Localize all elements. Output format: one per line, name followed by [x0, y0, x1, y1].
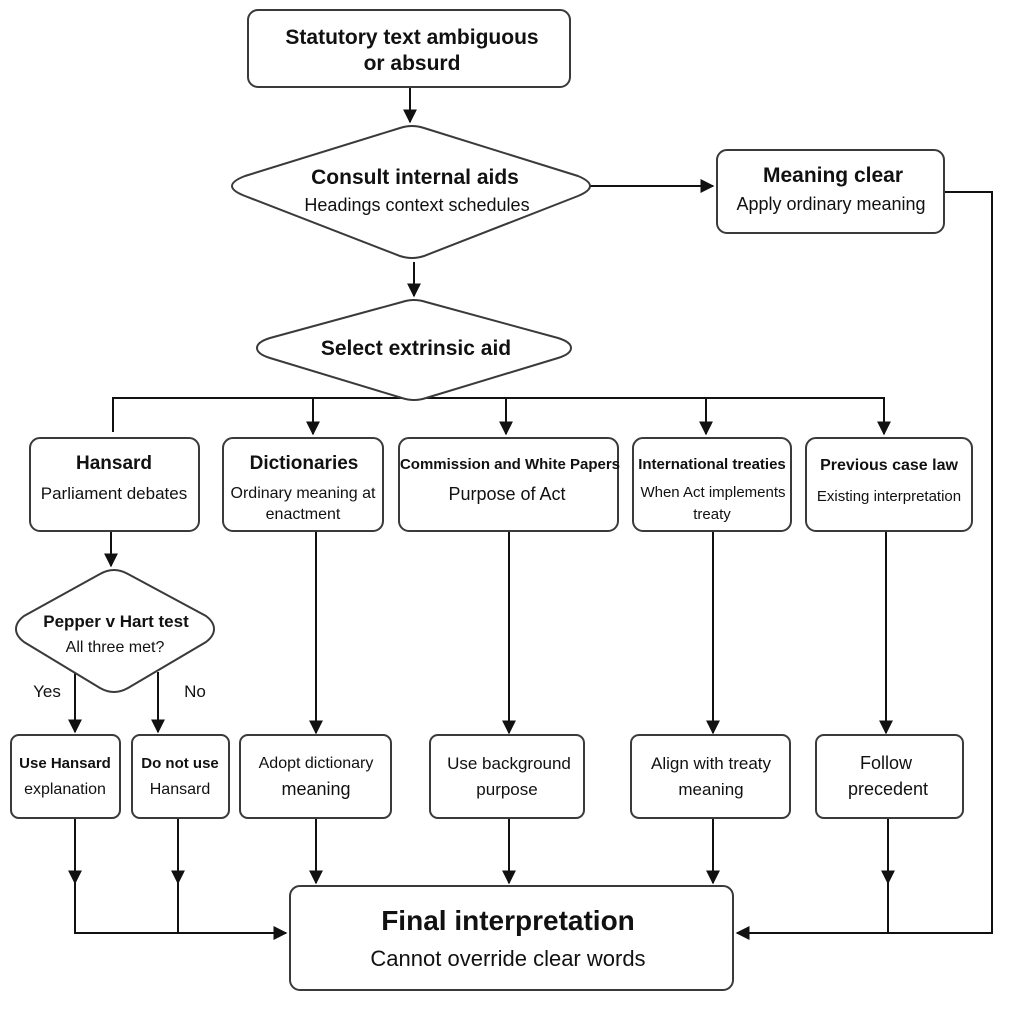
node-hansard: Hansard Parliament debates	[29, 437, 200, 532]
node-adopt-dictionary: Adopt dictionary meaning	[239, 734, 392, 819]
node-commission-subtitle: Purpose of Act	[448, 484, 565, 504]
edge-hansard-merge-to-final	[74, 883, 288, 940]
node-use-hansard: Use Hansard explanation	[10, 734, 121, 819]
node-internal-aids: Consult internal aids Headings context s…	[230, 125, 592, 259]
node-background-line2: purpose	[476, 780, 537, 799]
node-align-line2: meaning	[678, 780, 743, 799]
node-final-title: Final interpretation	[381, 905, 635, 936]
node-background-line1: Use background	[447, 754, 571, 773]
node-final-interpretation: Final interpretation Cannot override cle…	[289, 885, 734, 991]
node-follow-precedent: Follow precedent	[815, 734, 964, 819]
node-precedent-line2: precedent	[848, 779, 928, 799]
node-clear-subtitle: Apply ordinary meaning	[736, 194, 925, 214]
node-hansard-title: Hansard	[76, 453, 152, 474]
node-clear-title: Meaning clear	[763, 164, 903, 187]
node-dictionaries-line2: enactment	[266, 506, 341, 523]
node-caselaw-subtitle: Existing interpretation	[817, 488, 961, 505]
node-start-title: Statutory text ambiguous	[285, 26, 538, 49]
node-internal-subtitle: Headings context schedules	[304, 195, 529, 215]
node-background-purpose: Use background purpose	[429, 734, 585, 819]
node-caselaw-title: Previous case law	[820, 457, 958, 474]
node-dictionaries: Dictionaries Ordinary meaning at enactme…	[222, 437, 384, 532]
node-use-hansard-line2: explanation	[24, 781, 106, 798]
node-treaties: International treaties When Act implemen…	[632, 437, 792, 532]
node-treaties-line1: When Act implements	[640, 484, 785, 501]
edge-label-no: No	[184, 682, 206, 701]
node-align-treaty: Align with treaty meaning	[630, 734, 791, 819]
node-do-not-use-hansard: Do not use Hansard	[131, 734, 230, 819]
node-treaties-line2: treaty	[693, 506, 731, 523]
node-precedent-line1: Follow	[860, 753, 913, 773]
node-no-hansard-line2: Hansard	[150, 781, 210, 798]
node-internal-title: Consult internal aids	[311, 166, 519, 189]
node-extrinsic-aid: Select extrinsic aid	[255, 299, 573, 401]
node-commission-title: Commission and White Papers	[400, 456, 620, 473]
edge-label-yes: Yes	[33, 682, 61, 701]
node-case-law: Previous case law Existing interpretatio…	[805, 437, 973, 532]
node-final-subtitle: Cannot override clear words	[370, 946, 645, 971]
node-meaning-clear: Meaning clear Apply ordinary meaning	[716, 149, 945, 234]
node-pepper-subtitle: All three met?	[66, 639, 165, 656]
node-start-subtitle: or absurd	[364, 52, 461, 75]
edge-clear-to-final	[735, 191, 993, 940]
node-treaties-title: International treaties	[638, 456, 786, 473]
node-adopt-line1: Adopt dictionary	[259, 755, 374, 772]
node-align-line1: Align with treaty	[651, 754, 771, 773]
node-commission: Commission and White Papers Purpose of A…	[398, 437, 620, 532]
node-start: Statutory text ambiguous or absurd	[247, 9, 571, 88]
edges	[68, 87, 993, 940]
node-extrinsic-title: Select extrinsic aid	[321, 337, 511, 360]
node-use-hansard-line1: Use Hansard	[19, 755, 111, 772]
node-dictionaries-line1: Ordinary meaning at	[231, 485, 377, 502]
node-no-hansard-line1: Do not use	[141, 755, 219, 772]
node-dictionaries-title: Dictionaries	[250, 453, 359, 474]
node-pepper-v-hart: Pepper v Hart test All three met?	[14, 569, 216, 693]
node-pepper-title: Pepper v Hart test	[43, 612, 189, 631]
node-hansard-subtitle: Parliament debates	[41, 484, 187, 503]
edge-extrinsic-bus	[112, 397, 891, 436]
node-adopt-line2: meaning	[281, 779, 350, 799]
